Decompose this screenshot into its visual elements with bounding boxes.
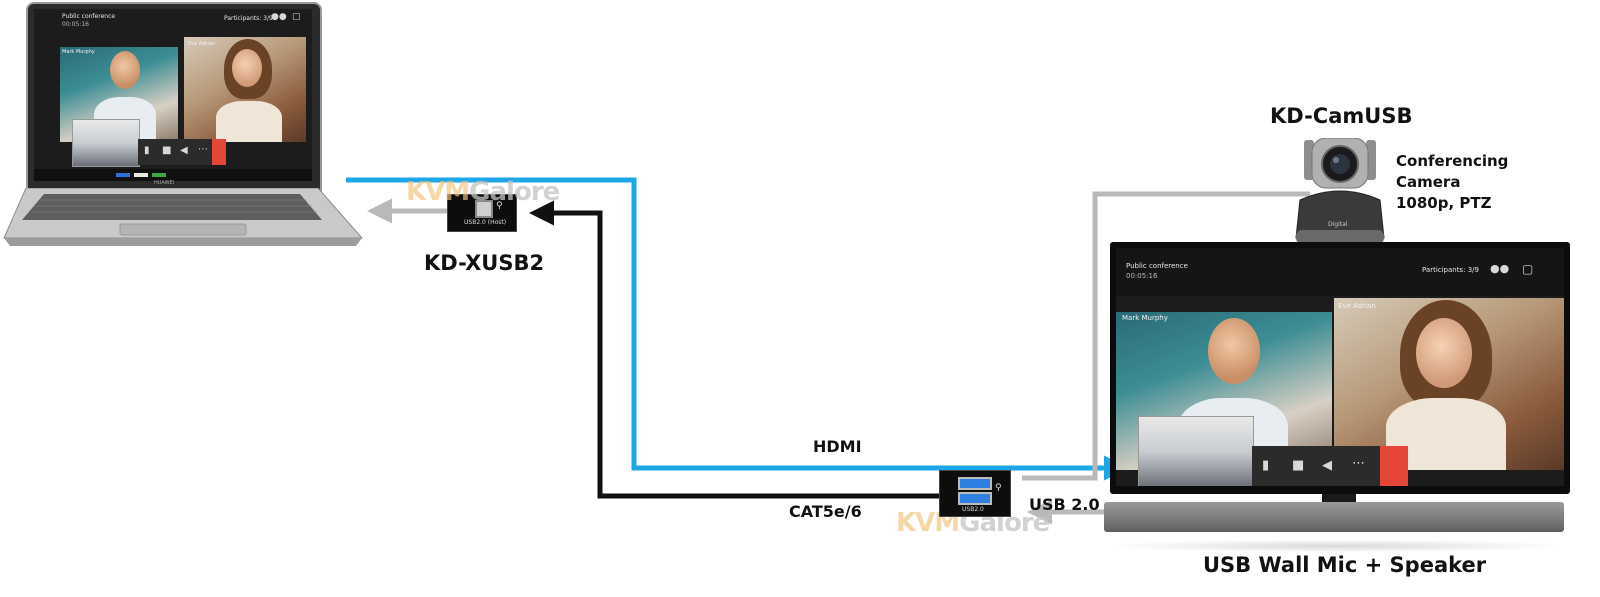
soundbar-shadow xyxy=(1116,540,1556,552)
participant-face xyxy=(110,51,140,89)
camera-label: KD-CamUSB xyxy=(1270,104,1413,128)
speaker-icon[interactable]: ◀ xyxy=(1322,458,1332,473)
chat-icon[interactable]: ▢ xyxy=(292,12,301,22)
conference-title: Public conference xyxy=(1126,262,1188,270)
end-call-button[interactable] xyxy=(1380,446,1408,486)
speaker-icon[interactable]: ◀ xyxy=(180,145,188,156)
usb-a-port-2 xyxy=(958,492,992,505)
conference-title: Public conference xyxy=(62,13,116,20)
conference-time: 00:05:16 xyxy=(62,21,89,28)
tv-stand xyxy=(1322,494,1356,504)
self-view-thumbnail xyxy=(72,119,140,167)
participant-face xyxy=(1416,318,1472,388)
conference-time: 00:05:16 xyxy=(1126,272,1158,280)
camera-description: Conferencing Camera 1080p, PTZ xyxy=(1396,152,1509,212)
soundbar-label: USB Wall Mic + Speaker xyxy=(1203,553,1487,577)
ptz-camera: Digital xyxy=(1290,137,1390,248)
usb-a-port-1 xyxy=(958,477,992,490)
laptop-screen: Public conference 00:05:16 Participants:… xyxy=(34,9,312,181)
participant-face xyxy=(1208,318,1260,384)
usb-label: USB 2.0 xyxy=(1029,495,1100,514)
camera-icon[interactable]: ■ xyxy=(1292,458,1305,473)
self-view-thumbnail xyxy=(1138,416,1254,486)
participant-name-right: Eve Adrian xyxy=(1338,302,1376,310)
usb-extender-host: ⚲ USB2.0 (Host) xyxy=(447,194,517,232)
usb-b-port xyxy=(475,200,493,218)
call-controls: ▮ ■ ◀ ⋯ xyxy=(138,139,226,165)
mic-icon[interactable]: ▮ xyxy=(1262,458,1270,473)
more-icon[interactable]: ⋯ xyxy=(1352,456,1365,471)
laptop-keyboard xyxy=(3,188,364,246)
people-icon[interactable]: ●● xyxy=(271,12,287,22)
laptop-brand: HUAWEI xyxy=(154,180,175,186)
participants-count: Participants: 3/9 xyxy=(1422,266,1479,274)
participant-face xyxy=(232,49,262,87)
mic-icon[interactable]: ▮ xyxy=(144,145,150,156)
taskbar xyxy=(34,169,312,181)
camera-body xyxy=(1295,137,1385,244)
more-icon[interactable]: ⋯ xyxy=(198,144,208,155)
usb-cable-camera xyxy=(1022,191,1310,481)
usb-icon: ⚲ xyxy=(496,201,503,211)
usb-extender-remote: ⚲ USB2.0 xyxy=(939,470,1011,517)
hdmi-label: HDMI xyxy=(813,437,862,456)
usb-soundbar xyxy=(1104,502,1564,532)
camera-icon[interactable]: ■ xyxy=(162,145,172,156)
watermark-top: KVMGalore xyxy=(406,177,560,207)
laptop: Public conference 00:05:16 Participants:… xyxy=(0,0,370,255)
participants-count: Participants: 3/9 xyxy=(224,15,273,22)
hdmi-cable xyxy=(346,177,1129,481)
participant-name-right: Eve Adrian xyxy=(188,41,215,47)
camera-brand: Digital xyxy=(1328,221,1348,228)
tv-screen: Public conference 00:05:16 Participants:… xyxy=(1116,248,1564,486)
host-extender-label: KD-XUSB2 xyxy=(424,251,545,275)
chat-icon[interactable]: ▢ xyxy=(1522,262,1534,276)
call-controls: ▮ ■ ◀ ⋯ xyxy=(1252,446,1408,486)
participant-name-left: Mark Murphy xyxy=(1122,314,1168,322)
cat-cable xyxy=(529,200,950,499)
cat-label: CAT5e/6 xyxy=(789,502,862,521)
remote-panel-label: USB2.0 xyxy=(962,506,984,513)
end-call-button[interactable] xyxy=(212,139,226,165)
participant-name-left: Mark Murphy xyxy=(62,49,95,55)
host-panel-label: USB2.0 (Host) xyxy=(464,219,507,226)
people-icon[interactable]: ●● xyxy=(1490,262,1510,275)
usb-icon: ⚲ xyxy=(995,483,1002,493)
